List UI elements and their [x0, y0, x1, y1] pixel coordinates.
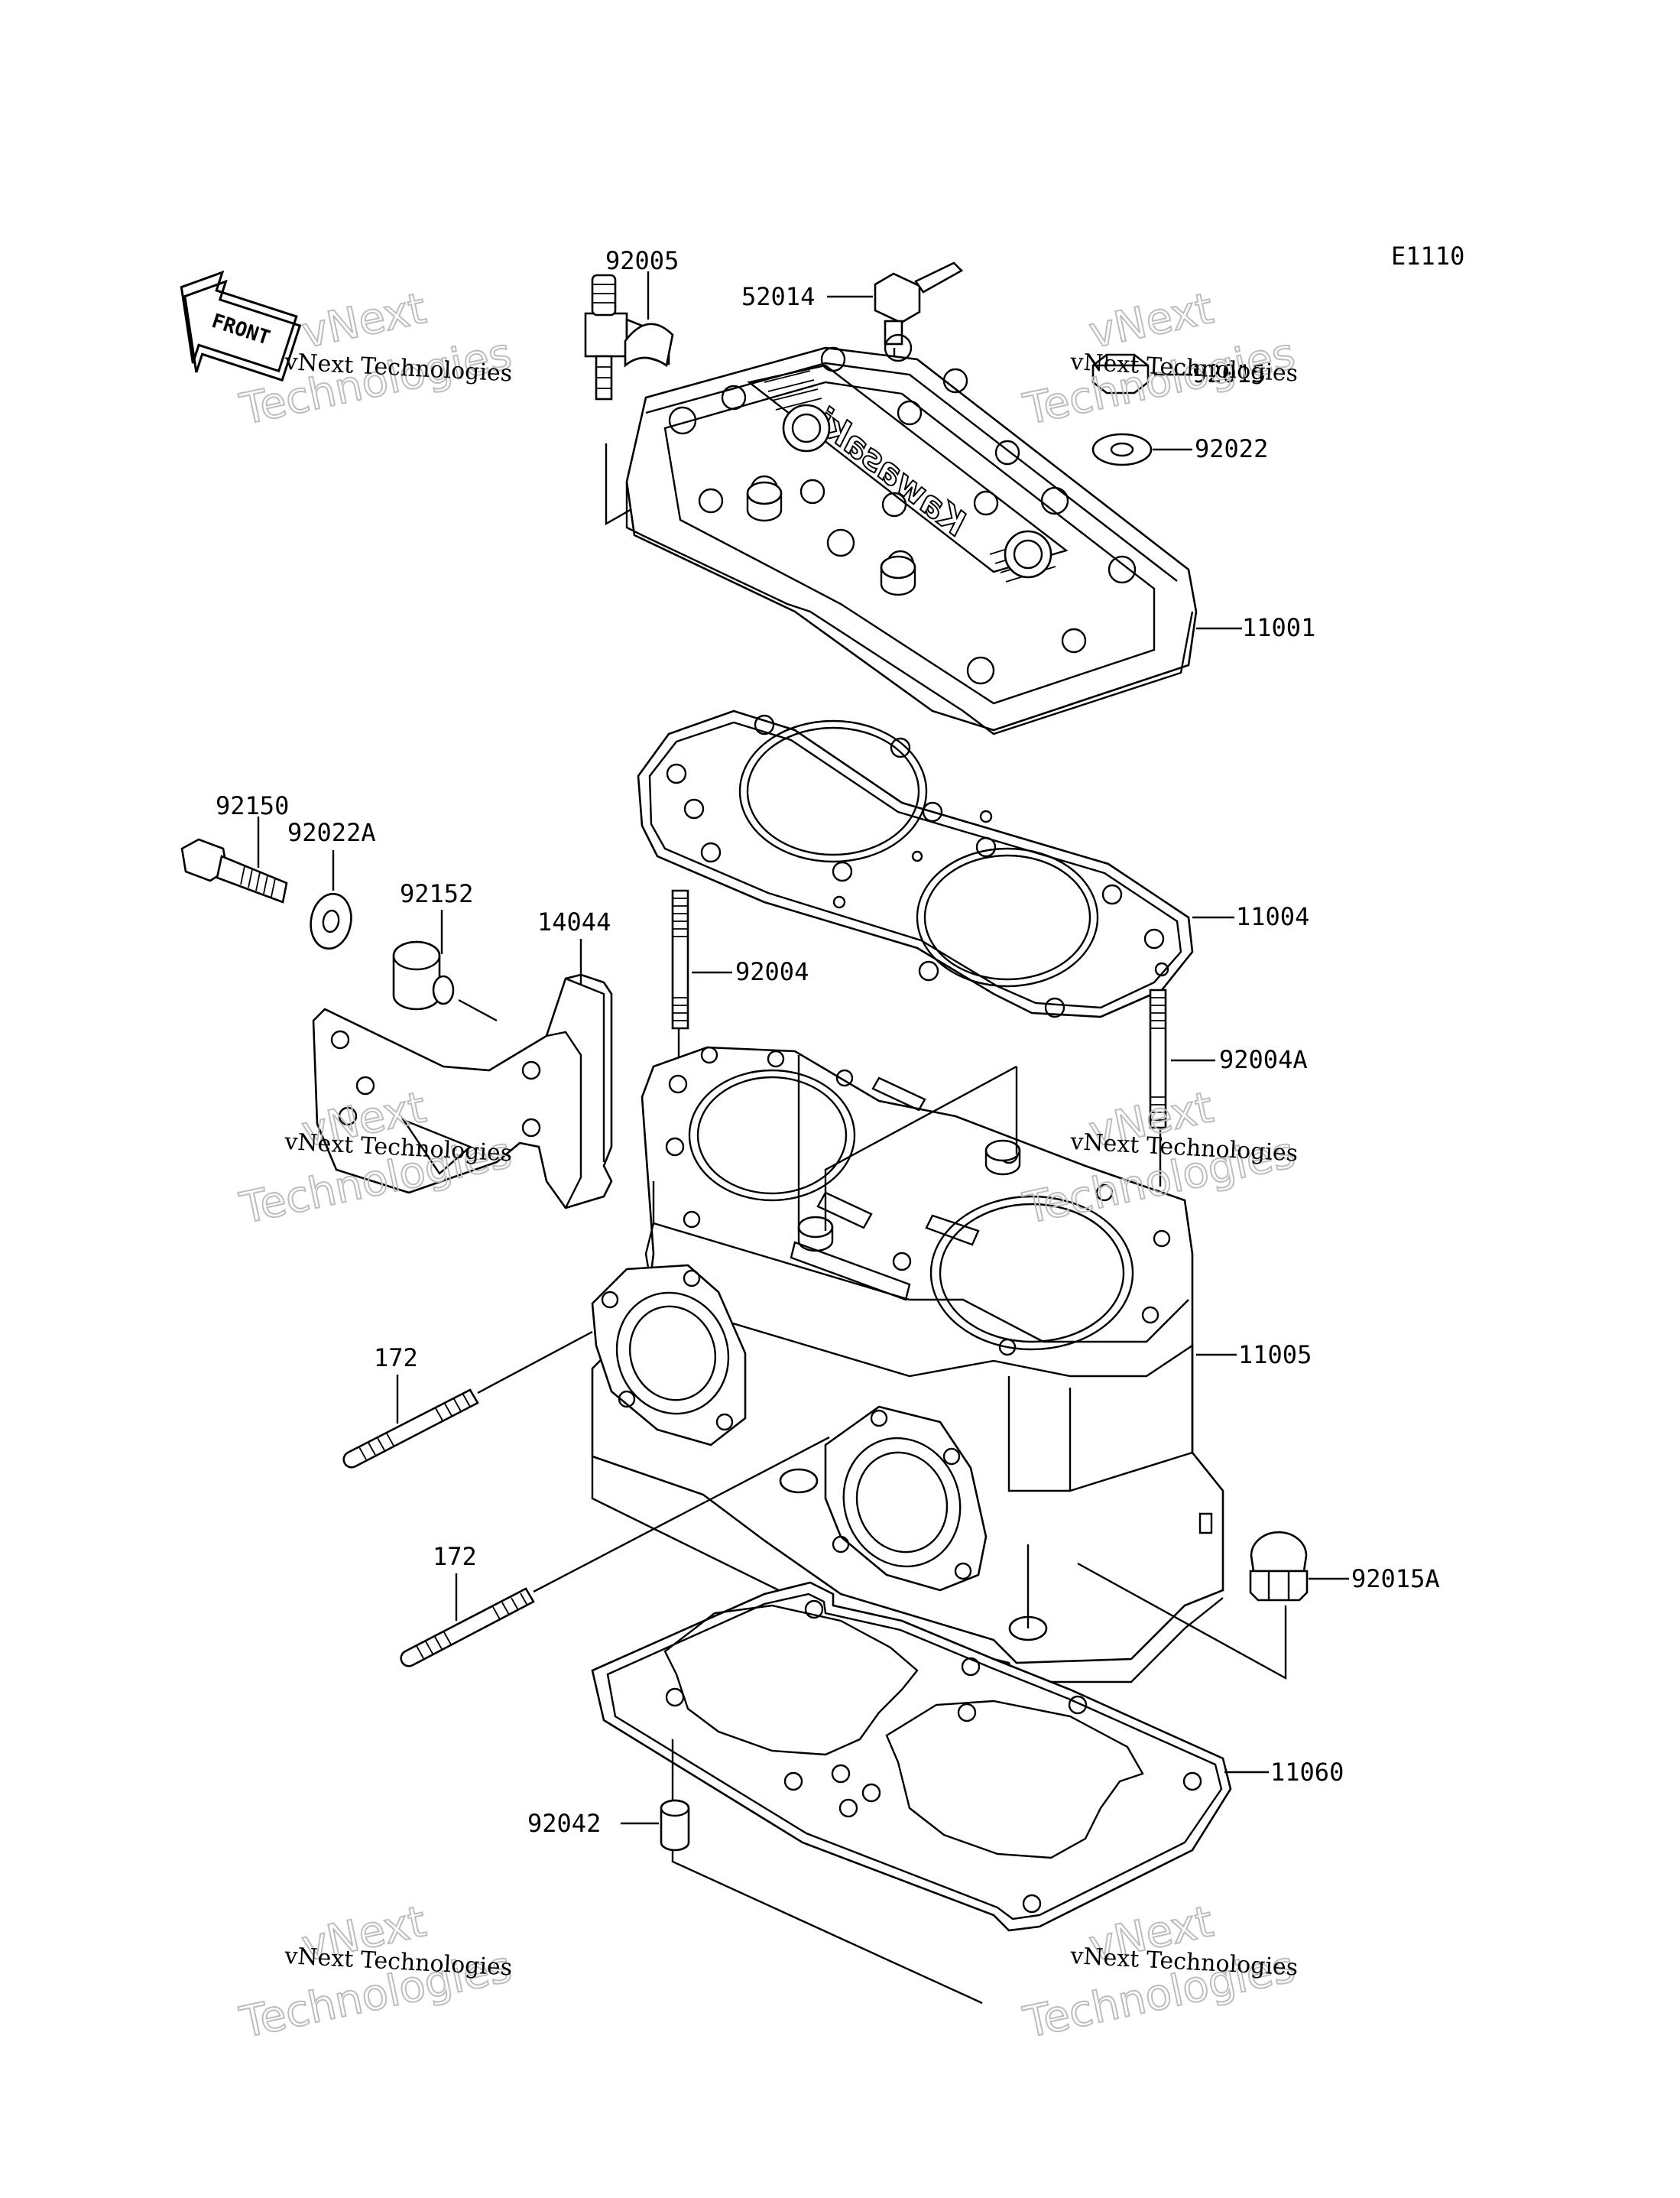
head-gasket-11004: [637, 709, 1194, 1018]
label-172-upper: 172: [374, 1343, 418, 1372]
part-92015A-cap-nut: [1249, 1531, 1309, 1602]
part-92005-fitting: [584, 274, 674, 401]
part-92004-stud: [671, 889, 689, 1030]
label-52014: 52014: [741, 282, 815, 311]
label-92004: 92004: [735, 957, 809, 986]
part-92152-collar: [392, 940, 455, 1011]
part-92015-nut: [1091, 353, 1150, 394]
label-11001: 11001: [1242, 613, 1315, 642]
svg-text:vNext: vNext: [1085, 284, 1218, 359]
label-11005: 11005: [1238, 1340, 1312, 1369]
part-92004A-stud: [1149, 989, 1167, 1129]
label-11004: 11004: [1236, 902, 1309, 931]
label-14044: 14044: [537, 907, 611, 937]
part-92042-dowel-pin: [660, 1799, 690, 1852]
part-14044-bracket: [312, 973, 613, 1209]
part-92022-washer: [1091, 433, 1153, 466]
label-11060: 11060: [1270, 1758, 1344, 1787]
diagram-code: E1110: [1391, 242, 1464, 271]
label-92004A: 92004A: [1219, 1045, 1308, 1074]
label-92150: 92150: [216, 791, 289, 820]
label-92042: 92042: [527, 1809, 601, 1838]
label-92152: 92152: [400, 879, 473, 908]
part-92150-bolt: [180, 838, 288, 904]
cylinder-head-cover-11001: Kawasaki: [625, 333, 1198, 735]
part-172-stud-upper: [342, 1388, 479, 1469]
part-52014-fitting: [874, 261, 964, 346]
label-172-lower: 172: [433, 1542, 477, 1571]
svg-text:vNext: vNext: [297, 284, 430, 359]
label-92022A: 92022A: [287, 818, 376, 847]
watermark-bottom-left: vNext Technologies vNext Technologies: [235, 1896, 516, 2049]
base-gasket-11060: [591, 1581, 1232, 1932]
watermark-top-right: vNext Technologies vNext Technologies: [1018, 283, 1299, 436]
label-92015A: 92015A: [1351, 1564, 1440, 1593]
front-arrow-icon: FRONT: [180, 270, 302, 382]
label-92015: 92015: [1192, 359, 1266, 388]
watermark-bottom-right: vNext Technologies vNext Technologies: [1018, 1896, 1299, 2049]
part-172-stud-lower: [400, 1587, 535, 1667]
label-92022: 92022: [1195, 434, 1268, 463]
label-92005: 92005: [605, 246, 679, 275]
part-92022A-washer: [310, 892, 352, 950]
cylinder-block-11005: [591, 1046, 1224, 1683]
